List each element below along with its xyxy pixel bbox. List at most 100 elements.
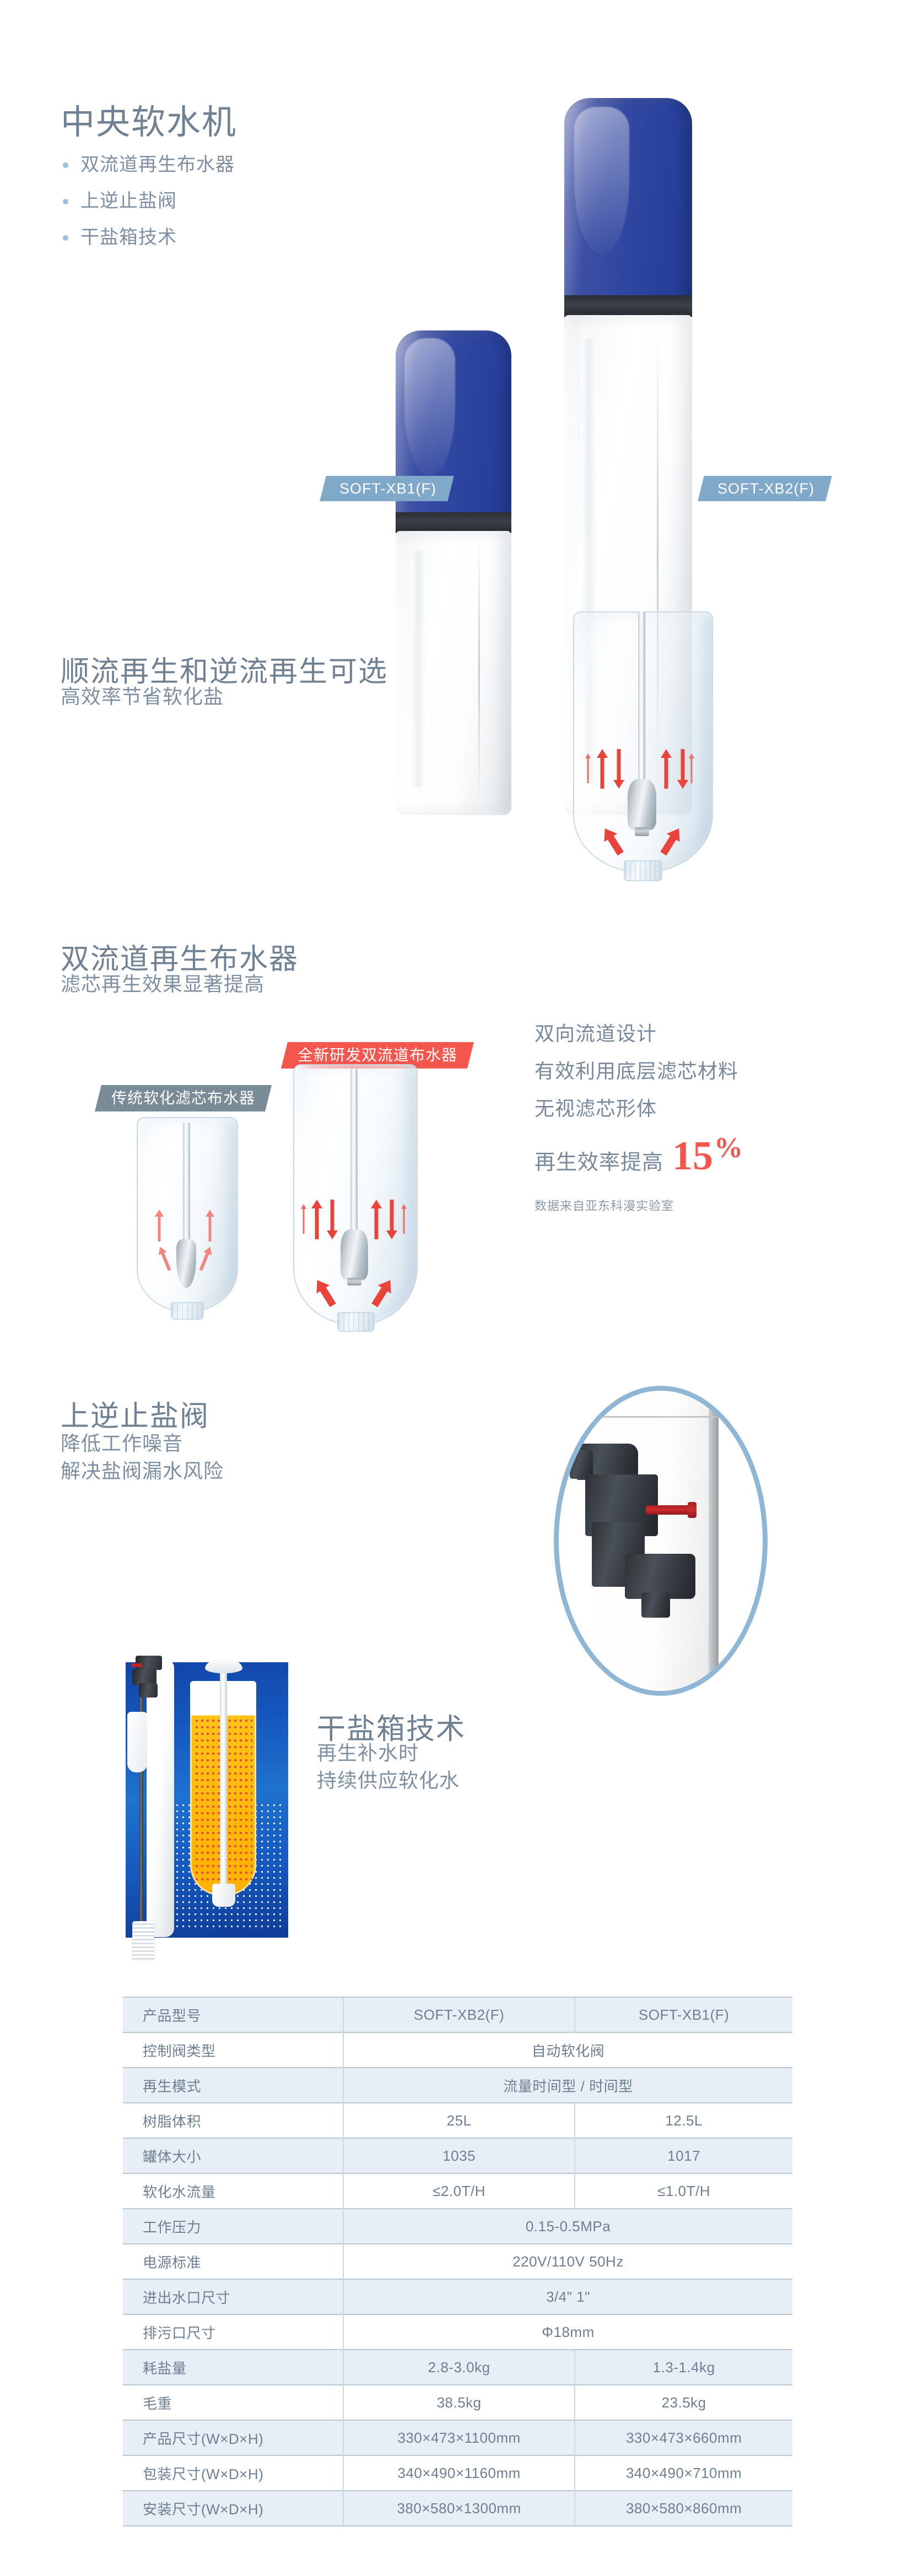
badge-label: 传统软化滤芯布水器: [111, 1089, 256, 1107]
spec-value-shared: Φ18mm: [343, 2314, 792, 2350]
spec-value-shared: 3/4" 1": [343, 2279, 792, 2314]
resin-tank-illustration: [573, 611, 713, 881]
spec-value-xb2: 330×473×1100mm: [342, 2420, 575, 2455]
spec-label: 再生模式: [123, 2067, 343, 2103]
arrow-shaft: [587, 758, 589, 783]
data-source-note: 数据来自亚东科漫实验室: [535, 1199, 674, 1213]
arrow-head: [401, 1204, 407, 1209]
percent-symbol: %: [714, 1132, 743, 1164]
hero-feature-list: 双流道再生布水器 上逆止盐阀 干盐箱技术: [61, 155, 235, 264]
flow-arrow-thin-b: [401, 1204, 407, 1235]
flow-arrow-up-right: [371, 1200, 382, 1239]
spec-value-xb1: 340×490×710mm: [574, 2455, 792, 2491]
valve-block-low: [139, 1683, 158, 1698]
brine-float: [127, 1712, 147, 1772]
brine-rod: [139, 1669, 143, 1936]
arrow-shaft: [158, 1215, 161, 1241]
subtitle-line-1: 降低工作噪音: [61, 1432, 183, 1455]
flow-arrow-thin-a: [585, 753, 591, 784]
badge-traditional-distributor: 传统软化滤芯布水器: [95, 1085, 272, 1111]
feature-item: 有效利用底层滤芯材料: [535, 1060, 739, 1082]
table-row: 控制阀类型自动软化阀: [123, 2032, 792, 2068]
tank-foot: [337, 1312, 375, 1332]
tank-distributor-head: [628, 779, 656, 830]
arrow-head: [661, 749, 672, 758]
flow-arrow-up-left: [155, 1210, 164, 1241]
spec-label: 产品型号: [123, 1997, 343, 2032]
tank-riser-tube: [183, 1122, 190, 1244]
spec-value-xb1: 330×473×660mm: [574, 2420, 792, 2455]
flow-arrow-up-right: [661, 749, 672, 789]
list-item: 干盐箱技术: [61, 228, 235, 247]
product-unit-xb1: [396, 330, 511, 815]
model-badge-xb1: SOFT-XB1(F): [320, 476, 454, 501]
subtitle-line-1: 再生补水时: [317, 1742, 419, 1764]
valve-port: [570, 1450, 593, 1479]
salt-tube-stem: [220, 1663, 227, 1895]
valve-outlet: [641, 1592, 670, 1618]
section-title: 上逆止盐阀: [61, 1401, 210, 1433]
tank-foot: [171, 1302, 204, 1320]
section-title: 顺流再生和逆流再生可选: [61, 656, 388, 688]
arrow-shaft: [690, 758, 693, 783]
spec-value-xb1: 12.5L: [574, 2102, 792, 2138]
spec-value-xb1: 1017: [574, 2138, 792, 2173]
spec-label: 安装尺寸(W×D×H): [123, 2490, 343, 2526]
section-title: 双流道再生布水器: [61, 943, 299, 976]
spec-label: 工作压力: [123, 2208, 343, 2244]
flow-arrow-down-right: [677, 749, 688, 789]
table-row: 软化水流量≤2.0T/H≤1.0T/H: [123, 2173, 792, 2209]
flow-arrow-down-left: [613, 749, 624, 789]
arrow-head: [155, 1210, 164, 1217]
spec-label: 电源标准: [123, 2243, 343, 2279]
foot-ribs: [338, 1313, 374, 1331]
spec-value-xb2: 380×580×1300mm: [342, 2490, 575, 2526]
valve-red-lever: [646, 1505, 693, 1515]
arrow-shaft: [403, 1208, 405, 1234]
spec-label: 树脂体积: [123, 2102, 343, 2138]
arrow-shaft: [208, 1215, 212, 1241]
valve-detail-highlight: [554, 1386, 768, 1696]
brine-well-tube: [147, 1659, 174, 1937]
spec-value-xb1: 1.3-1.4kg: [574, 2349, 792, 2385]
list-item: 上逆止盐阀: [61, 192, 235, 210]
table-row: 再生模式流量时间型 / 时间型: [123, 2067, 792, 2103]
spec-value-xb2: 2.8-3.0kg: [342, 2349, 575, 2385]
unit-band: [396, 512, 511, 533]
spec-value-xb1: 380×580×860mm: [574, 2490, 792, 2526]
tank-distributor-head: [341, 1229, 368, 1280]
spec-value-xb2: SOFT-XB2(F): [342, 1997, 575, 2032]
arrow-shaft: [330, 1200, 334, 1233]
spec-value-xb1: 23.5kg: [574, 2384, 792, 2420]
tank-nozzle: [635, 827, 649, 836]
model-badge-xb2: SOFT-XB2(F): [698, 476, 832, 501]
dual-feature-list: 双向流道设计 有效利用底层滤芯材料 无视滤芯形体: [535, 1019, 738, 1131]
flow-arrow-up-right: [206, 1210, 214, 1241]
arrow-head: [585, 753, 591, 758]
spec-value-xb2: 1035: [342, 2138, 575, 2173]
arrow-shaft: [315, 1206, 319, 1239]
arrow-head: [597, 749, 608, 758]
spec-label: 软化水流量: [123, 2173, 343, 2209]
subtitle-line-2: 解决盐阀漏水风险: [61, 1459, 224, 1482]
efficiency-callout: 再生效率提高 15 %: [535, 1132, 743, 1176]
flow-arrow-thin-b: [689, 753, 694, 784]
cabinet-edge: [709, 1391, 719, 1691]
subtitle-line-2: 持续供应软化水: [317, 1769, 460, 1792]
arrow-head: [206, 1210, 214, 1217]
valve-foot: [625, 1554, 695, 1599]
section-title: 干盐箱技术: [317, 1713, 466, 1746]
spec-label: 包装尺寸(W×D×H): [123, 2455, 343, 2491]
spec-value-shared: 0.15-0.5MPa: [343, 2208, 792, 2244]
arrow-shaft: [303, 1208, 305, 1234]
flow-arrow-thin-a: [301, 1204, 306, 1235]
